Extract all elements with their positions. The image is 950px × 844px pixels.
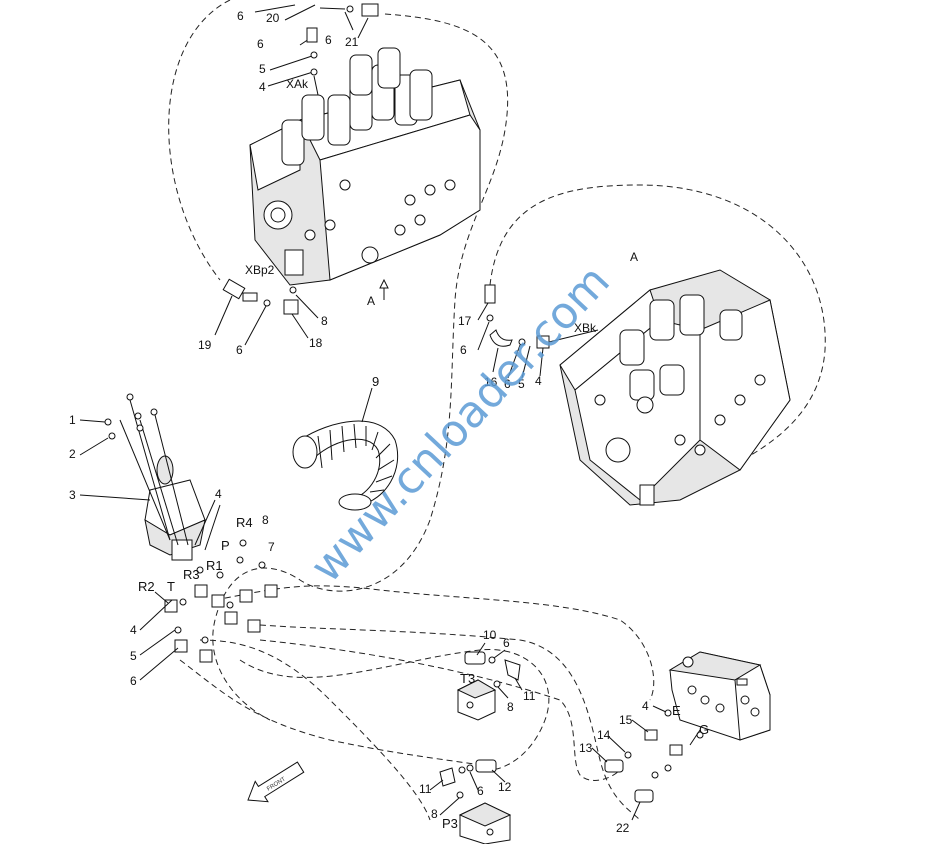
upper-fittings — [254, 3, 389, 300]
label-6a: 6 — [237, 9, 244, 23]
label-2: 2 — [69, 447, 76, 461]
corrugated-hose — [292, 387, 399, 511]
label-8c: 8 — [507, 700, 514, 714]
label-6b: 6 — [325, 33, 332, 47]
label-17: 17 — [458, 314, 472, 328]
label-8a: 8 — [321, 314, 328, 328]
label-a-upper: A — [367, 294, 375, 308]
label-6f: 6 — [504, 377, 511, 391]
label-4d: 4 — [130, 623, 137, 637]
label-6d: 6 — [236, 343, 243, 357]
label-4e: 4 — [642, 699, 649, 713]
label-6e: 6 — [460, 343, 467, 357]
t3-block-assembly — [456, 642, 523, 721]
upper-control-valve — [249, 47, 481, 286]
label-6c: 6 — [257, 37, 264, 51]
label-7: 7 — [268, 540, 275, 554]
label-xbk: XBk — [574, 321, 597, 335]
label-6i: 6 — [477, 784, 484, 798]
label-5b: 5 — [518, 377, 525, 391]
label-g: G — [699, 722, 709, 737]
label-3: 3 — [69, 488, 76, 502]
label-4b: 4 — [535, 374, 542, 388]
label-t3: T3 — [460, 671, 475, 686]
xbp2-fittings — [214, 278, 319, 346]
label-xak: XAk — [286, 77, 309, 91]
label-t: T — [167, 579, 175, 594]
label-p3: P3 — [442, 816, 458, 831]
label-22: 22 — [616, 821, 630, 835]
label-11a: 11 — [523, 689, 536, 703]
label-r2: R2 — [138, 579, 155, 594]
eg-valve-block — [591, 651, 771, 821]
label-4a: 4 — [259, 80, 266, 94]
label-r4: R4 — [236, 515, 253, 530]
label-6g: 6 — [130, 674, 137, 688]
label-xbp2: XBp2 — [245, 263, 275, 277]
label-10: 10 — [483, 628, 497, 642]
label-21: 21 — [345, 35, 359, 49]
p3-block-assembly — [429, 759, 512, 844]
label-8b: 8 — [262, 513, 269, 527]
label-r1: R1 — [206, 558, 223, 573]
label-p: P — [221, 538, 230, 553]
label-20: 20 — [266, 11, 280, 25]
label-15: 15 — [619, 713, 633, 727]
label-19: 19 — [198, 338, 212, 352]
label-5a: 5 — [259, 62, 266, 76]
label-14: 14 — [597, 728, 611, 742]
lower-control-valve — [559, 269, 791, 506]
label-12: 12 — [498, 780, 512, 794]
label-11b: 11 — [419, 782, 432, 796]
label-4c: 4 — [215, 487, 222, 501]
label-5c: 5 — [130, 649, 137, 663]
pilot-joystick-valve — [79, 393, 278, 681]
label-r3: R3 — [183, 567, 200, 582]
label-18: 18 — [309, 336, 323, 350]
label-6h: 6 — [503, 636, 510, 650]
label-8d: 8 — [431, 807, 438, 821]
xbk-fittings — [477, 284, 599, 379]
label-1: 1 — [69, 413, 76, 427]
label-e: E — [672, 703, 681, 718]
label-13: 13 — [579, 741, 593, 755]
pilot-hose-lines — [168, 0, 826, 821]
label-16: 16 — [484, 375, 498, 389]
part-labels: 6 20 6 21 6 5 4 XAk XBp2 19 6 18 8 A A X… — [69, 9, 709, 835]
label-a-lower: A — [630, 250, 638, 264]
front-direction-arrow: FRONT — [247, 761, 305, 803]
label-9: 9 — [372, 374, 379, 389]
